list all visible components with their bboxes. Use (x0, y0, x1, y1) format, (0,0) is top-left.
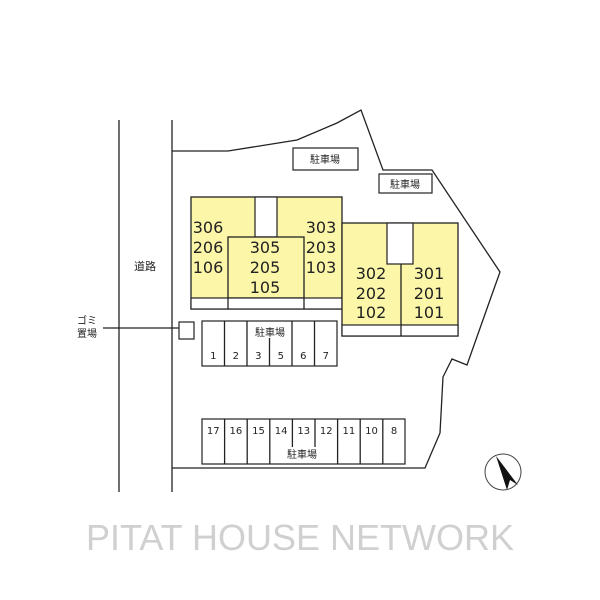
stairwell (386, 222, 414, 265)
building-a: 306 206 106 305 205 105 303 203 103 (190, 196, 343, 310)
unit-label: 306 (193, 218, 224, 237)
parking-area-north (292, 147, 359, 171)
north-arrow-icon (484, 453, 522, 491)
unit-label: 301 (414, 264, 445, 283)
trash-area (178, 321, 195, 340)
unit-label: 202 (356, 284, 387, 303)
unit-label: 302 (356, 264, 387, 283)
parking-stall-number: 10 (365, 426, 378, 437)
unit-label: 106 (193, 258, 224, 277)
property-boundary (172, 109, 501, 469)
unit-label: 103 (306, 258, 337, 277)
parking-stall-number: 5 (278, 351, 284, 362)
unit-label: 102 (356, 303, 387, 322)
parking-stall-number: 7 (323, 351, 329, 362)
trash-label: ゴミ (77, 314, 97, 327)
unit-label: 101 (414, 303, 445, 322)
balcony-strip (341, 324, 459, 337)
trash-label: 置場 (77, 327, 97, 340)
parking-stall-number: 3 (255, 351, 261, 362)
unit-label: 206 (193, 238, 224, 257)
stairwell (254, 196, 278, 238)
parking-row-2: 駐車場 17 16 15 14 13 12 11 10 8 (201, 418, 406, 465)
watermark: PITAT HOUSE NETWORK (86, 517, 514, 558)
balcony-strip (190, 297, 343, 310)
parking-label-north: 駐車場 (310, 153, 340, 166)
parking-stall-number: 2 (233, 351, 239, 362)
parking-stall-number: 13 (297, 426, 310, 437)
unit-label: 305 (250, 238, 281, 257)
unit-label: 105 (250, 278, 281, 297)
parking-stall-number: 1 (210, 351, 216, 362)
road-label: 道路 (134, 259, 156, 273)
unit-label: 201 (414, 284, 445, 303)
parking-area-northeast (378, 173, 433, 194)
parking-label: 駐車場 (255, 326, 285, 339)
unit-label: 303 (306, 218, 337, 237)
unit-label: 203 (306, 238, 337, 257)
parking-stall-number: 8 (391, 426, 397, 437)
unit-label: 205 (250, 258, 281, 277)
parking-label: 駐車場 (287, 448, 317, 461)
parking-stall-number: 16 (230, 426, 243, 437)
parking-stall-number: 17 (207, 426, 220, 437)
parking-stall-number: 6 (300, 351, 306, 362)
parking-stall-number: 12 (320, 426, 333, 437)
parking-row-1: 駐車場 1 2 3 5 6 7 (201, 320, 338, 367)
parking-label-northeast: 駐車場 (390, 178, 420, 191)
building-b: 302 202 102 301 201 101 (341, 222, 459, 337)
parking-stall-number: 14 (275, 426, 288, 437)
parking-stall-number: 15 (252, 426, 265, 437)
parking-stall-number: 11 (343, 426, 356, 437)
